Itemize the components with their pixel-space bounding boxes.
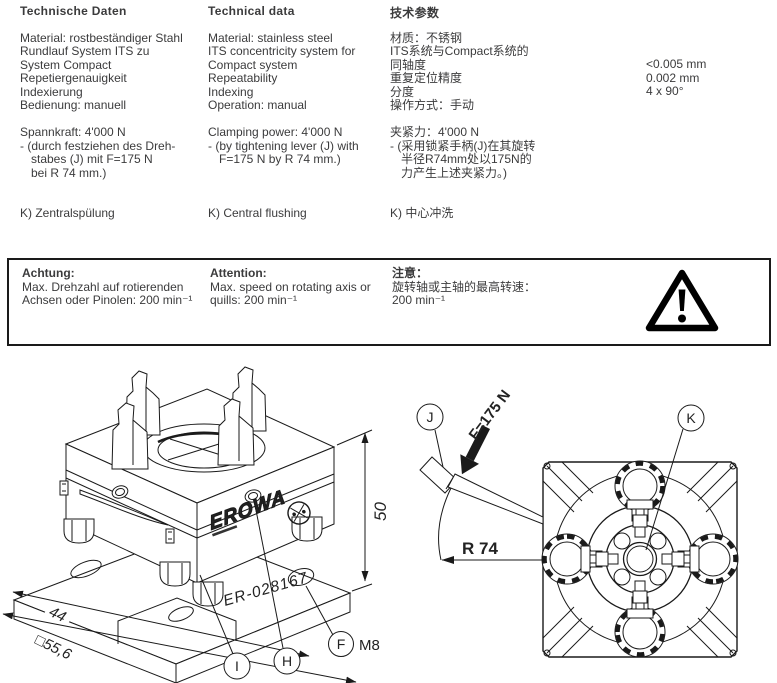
spec-column-english: Technical data Material: stainless steel… — [208, 4, 408, 234]
spec-line: 力产生上述夹紧力。) — [401, 165, 507, 180]
spec-line: 半径R74mm处以175N的 — [401, 152, 532, 166]
svg-text:K: K — [686, 410, 696, 426]
spec-line: Repetiergenauigkeit — [20, 71, 127, 85]
spec-line: Bedienung: manuell — [20, 98, 127, 112]
spec-line: ITS系统与Compact系统的 — [390, 44, 529, 58]
warning-german: Achtung: Max. Drehzahl auf rotierenden A… — [22, 266, 212, 308]
callout-h: H — [254, 504, 301, 675]
svg-text:J: J — [427, 409, 434, 425]
spec-value-concentricity: <0.005 mm — [646, 57, 707, 71]
spec-line: 夹紧力：4'000 N — [390, 125, 479, 139]
dimension-height-50: 50 — [336, 429, 390, 592]
mounting-hole-f — [287, 568, 315, 586]
callout-k: K — [645, 404, 705, 551]
spec-value-repeatability: 0.002 mm — [646, 70, 700, 85]
spec-line: Spannkraft: 4'000 N — [20, 125, 126, 139]
warning-line: Max. speed on rotating axis or — [210, 279, 371, 294]
callout-i: I — [199, 574, 251, 680]
spec-line: Indexing — [208, 84, 254, 99]
spec-title-german: Technische Daten — [20, 4, 127, 18]
warning-line: 旋转轴或主轴的最高转速： — [392, 279, 537, 294]
spec-line: 分度 — [390, 84, 415, 99]
radius-label: R 74 — [462, 539, 498, 558]
side-hole-h — [244, 489, 262, 503]
lever — [419, 456, 544, 525]
spec-line: 材质：不锈钢 — [390, 30, 463, 45]
spec-line: Material: rostbeständiger Stahl — [20, 30, 183, 45]
warning-line: Max. Drehzahl auf rotierenden — [22, 279, 184, 294]
spec-column-chinese: 技术参数 材质：不锈钢 ITS系统与Compact系统的 同轴度 重复定位精度 … — [390, 4, 650, 234]
spec-line: ITS concentricity system for — [208, 44, 356, 58]
spec-line: Compact system — [208, 57, 298, 72]
spec-title-english: Technical data — [208, 4, 295, 18]
warning-line: 200 min⁻¹ — [392, 293, 446, 307]
spec-line: Clamping power: 4'000 N — [208, 125, 343, 139]
spec-line: 重复定位精度 — [390, 71, 463, 85]
erowa-logo-mark — [287, 501, 311, 525]
spec-line-flushing: K) 中心冲洗 — [390, 206, 454, 220]
svg-text:F: F — [337, 636, 346, 652]
warning-title: Achtung: — [22, 266, 75, 280]
spec-line: Operation: manual — [208, 98, 307, 112]
spec-line-flushing: K) Zentralspülung — [20, 206, 115, 220]
spec-column-german: Technische Daten Material: rostbeständig… — [20, 4, 220, 234]
spec-title-chinese: 技术参数 — [390, 6, 440, 20]
warning-triangle-icon — [645, 269, 719, 332]
spec-line: Material: stainless steel — [208, 30, 333, 45]
thread-size-label: M8 — [359, 637, 380, 654]
spec-line: F=175 N by R 74 mm.) — [219, 152, 341, 166]
top-view-drawing: F=175 N R 74 J K — [416, 387, 777, 683]
warning-line: Achsen oder Pinolen: 200 min⁻¹ — [22, 293, 193, 307]
radius-dimension: R 74 — [438, 487, 546, 564]
warning-box: Achtung: Max. Drehzahl auf rotierenden A… — [7, 258, 771, 346]
svg-text:H: H — [282, 653, 292, 669]
spec-line: 同轴度 — [390, 57, 427, 72]
spec-line: bei R 74 mm.) — [31, 165, 107, 180]
isometric-chuck-drawing: EROWA ER-028167 50 44 — [2, 366, 390, 683]
force-arrow-icon — [460, 424, 491, 475]
spec-line: Rundlauf System ITS zu — [20, 44, 150, 58]
warning-chinese: 注意： 旋转轴或主轴的最高转速： 200 min⁻¹ — [392, 266, 622, 308]
warning-english: Attention: Max. speed on rotating axis o… — [210, 266, 400, 308]
center-hole-k — [622, 541, 658, 577]
warning-title: Attention: — [210, 266, 267, 280]
force-label: F=175 N — [466, 387, 514, 444]
chuck-body — [59, 388, 336, 584]
callout-f: F M8 — [305, 585, 380, 657]
spec-value-indexing: 4 x 90° — [646, 84, 684, 98]
spec-line: Repeatability — [208, 71, 278, 85]
spec-line-flushing: K) Central flushing — [208, 206, 307, 220]
spec-line: - (采用锁紧手柄(J)在其旋转 — [390, 138, 536, 153]
clamping-towers — [111, 366, 267, 470]
warning-line: quills: 200 min⁻¹ — [210, 293, 298, 307]
spec-line: 操作方式：手动 — [390, 98, 475, 112]
svg-text:50: 50 — [371, 502, 390, 521]
spec-value-column: <0.005 mm 0.002 mm 4 x 90° — [646, 0, 766, 110]
warning-title: 注意： — [392, 266, 429, 280]
spec-line: System Compact — [20, 57, 112, 72]
spec-line: - (durch festziehen des Dreh- — [20, 138, 176, 153]
svg-text:I: I — [235, 658, 239, 674]
callout-j: J — [416, 403, 444, 468]
spec-line: stabes (J) mit F=175 N — [31, 152, 153, 166]
spec-line: - (by tightening lever (J) with — [208, 138, 359, 153]
center-disc — [595, 514, 685, 604]
spec-line: Indexierung — [20, 84, 83, 99]
